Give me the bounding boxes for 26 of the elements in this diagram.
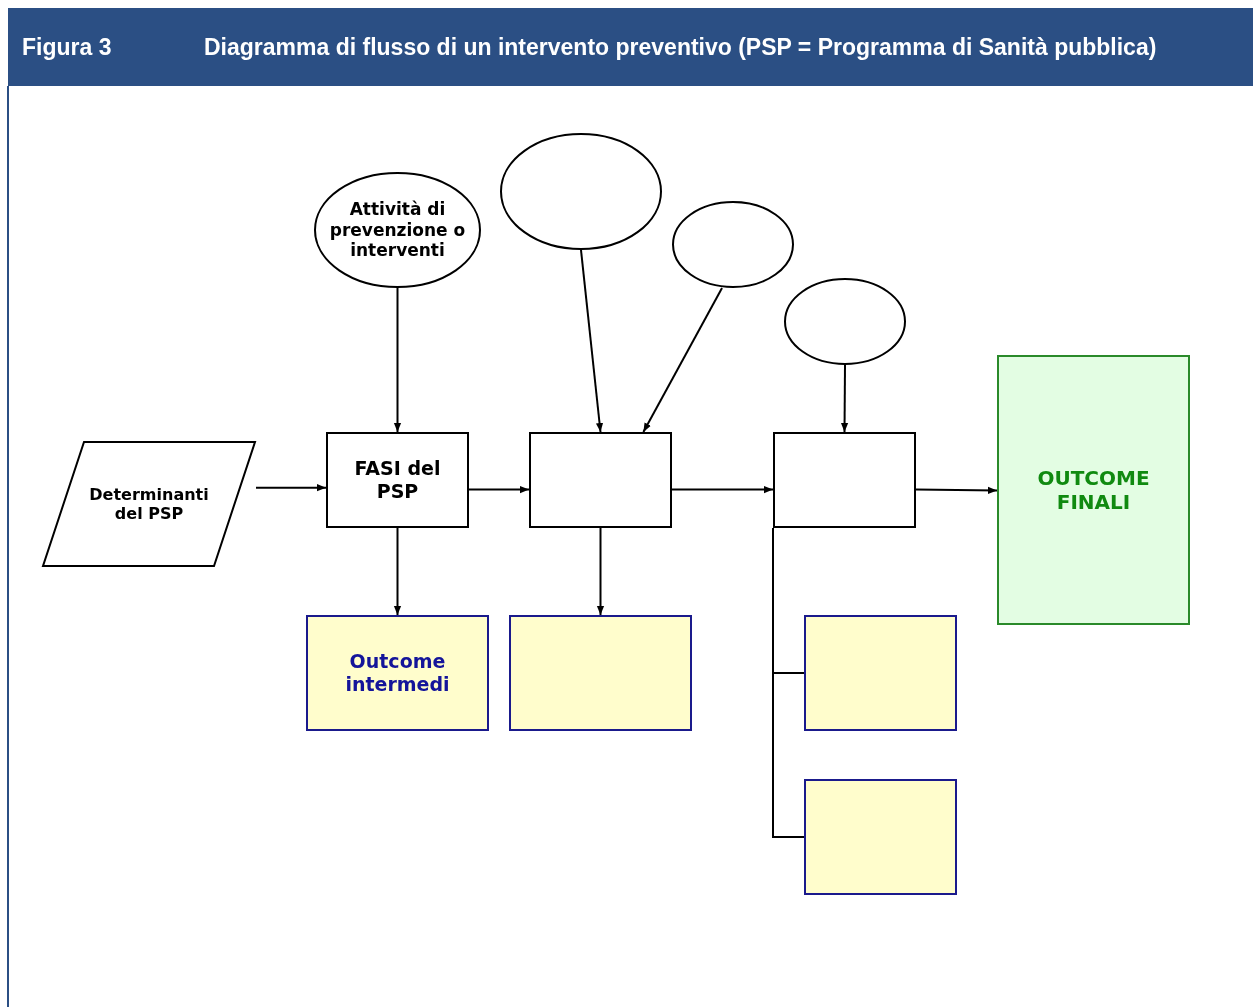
ellipse-node — [500, 133, 662, 250]
connector-line — [772, 527, 805, 838]
final-outcome-box: OUTCOME FINALI — [997, 355, 1190, 625]
input-parallelogram: Determinanti del PSP — [42, 441, 256, 567]
outcome-box — [509, 615, 692, 731]
ellipse-node — [672, 201, 794, 288]
arrow — [580, 249, 604, 433]
process-box — [773, 432, 916, 528]
arrow — [840, 364, 849, 433]
process-box — [529, 432, 672, 528]
arrow — [642, 287, 723, 433]
figure-number: Figura 3 — [22, 33, 112, 61]
outcome-box — [804, 779, 957, 895]
arrow — [596, 527, 605, 616]
ellipse-node: Attività di prevenzione o interventi — [314, 172, 481, 288]
process-box: FASI del PSP — [326, 432, 469, 528]
outcome-box — [804, 615, 957, 731]
arrow — [468, 486, 530, 494]
arrow — [671, 486, 774, 494]
ellipse-node — [784, 278, 906, 365]
outcome-box: Outcome intermedi — [306, 615, 489, 731]
arrow — [915, 486, 998, 495]
arrow — [393, 527, 402, 616]
arrow — [255, 484, 327, 492]
arrow — [393, 287, 402, 433]
figure-title: Diagramma di flusso di un intervento preventivo (PSP = Programma di Sanità pubblica) — [204, 33, 1157, 61]
